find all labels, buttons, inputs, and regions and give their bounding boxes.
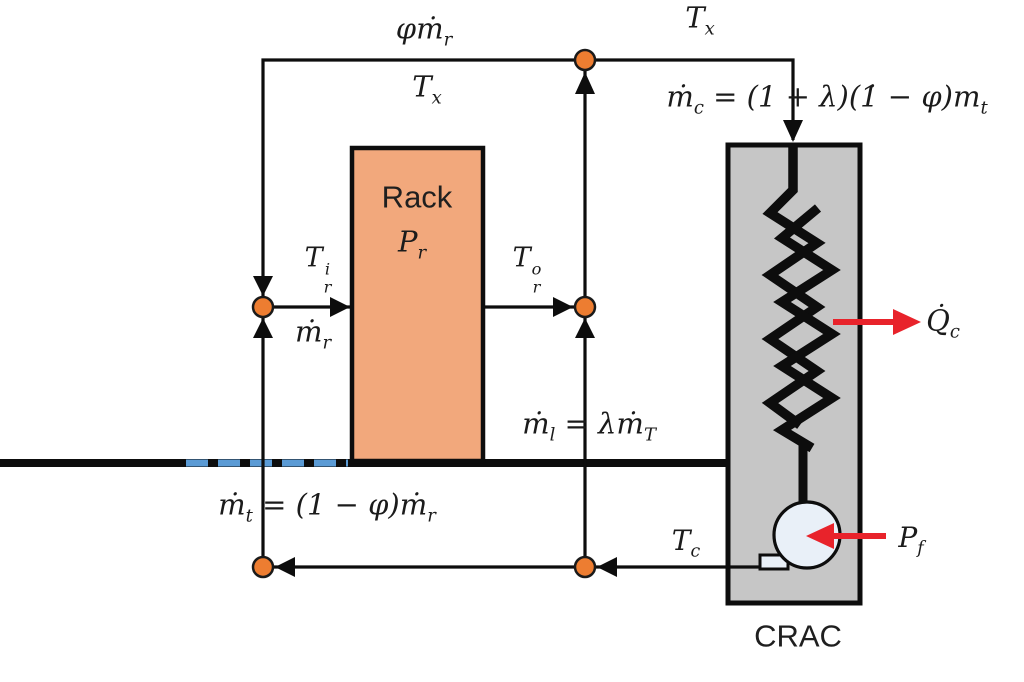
arrow-up-into-inlet-node — [253, 318, 273, 338]
arrow-left-into-left-return-node — [275, 557, 295, 577]
fan-power-arrow-head — [806, 523, 834, 549]
arrow-left-into-mid-return-node — [597, 557, 617, 577]
junction-node-rack-outlet — [573, 295, 597, 319]
label-recirculation-flow: φṁr — [395, 11, 453, 51]
label-crac-flow-equation: ṁc = (1 + λ)(1̇ − φ)mt — [666, 79, 988, 119]
label-tx-right: Tx — [685, 0, 715, 40]
label-tx-mid: Tx — [412, 69, 442, 109]
label-leakage-equation: ṁl = λṁT — [522, 406, 656, 446]
label-crac-supply-temp: Tc — [671, 524, 701, 562]
arrow-down-into-inlet-node — [253, 276, 273, 296]
junction-node-return-left — [251, 555, 275, 579]
crac-title: CRAC — [754, 618, 842, 654]
arrow-into-outlet-node — [553, 297, 573, 317]
rack-box — [349, 145, 486, 464]
junction-node-top — [573, 48, 597, 72]
arrow-up-into-top-node — [575, 72, 595, 94]
cooling-coil-zigzag-back — [772, 204, 841, 453]
junction-node-rack-inlet — [251, 295, 275, 319]
cooling-load-arrow-head — [893, 309, 921, 335]
junction-node-return-mid — [573, 555, 597, 579]
label-cooling-load: Q̇c — [926, 303, 960, 343]
label-rack-flow: ṁr — [294, 314, 332, 354]
label-tile-flow-equation: ṁt = (1 − φ)ṁr — [218, 487, 436, 527]
label-fan-power: Pf — [898, 521, 924, 559]
label-rack-power: Pr — [397, 224, 427, 264]
arrow-into-rack — [330, 297, 350, 317]
arrow-down-into-crac — [783, 120, 803, 142]
arrow-up-into-outlet-node — [575, 318, 595, 338]
rack-title: Rack — [381, 179, 453, 215]
